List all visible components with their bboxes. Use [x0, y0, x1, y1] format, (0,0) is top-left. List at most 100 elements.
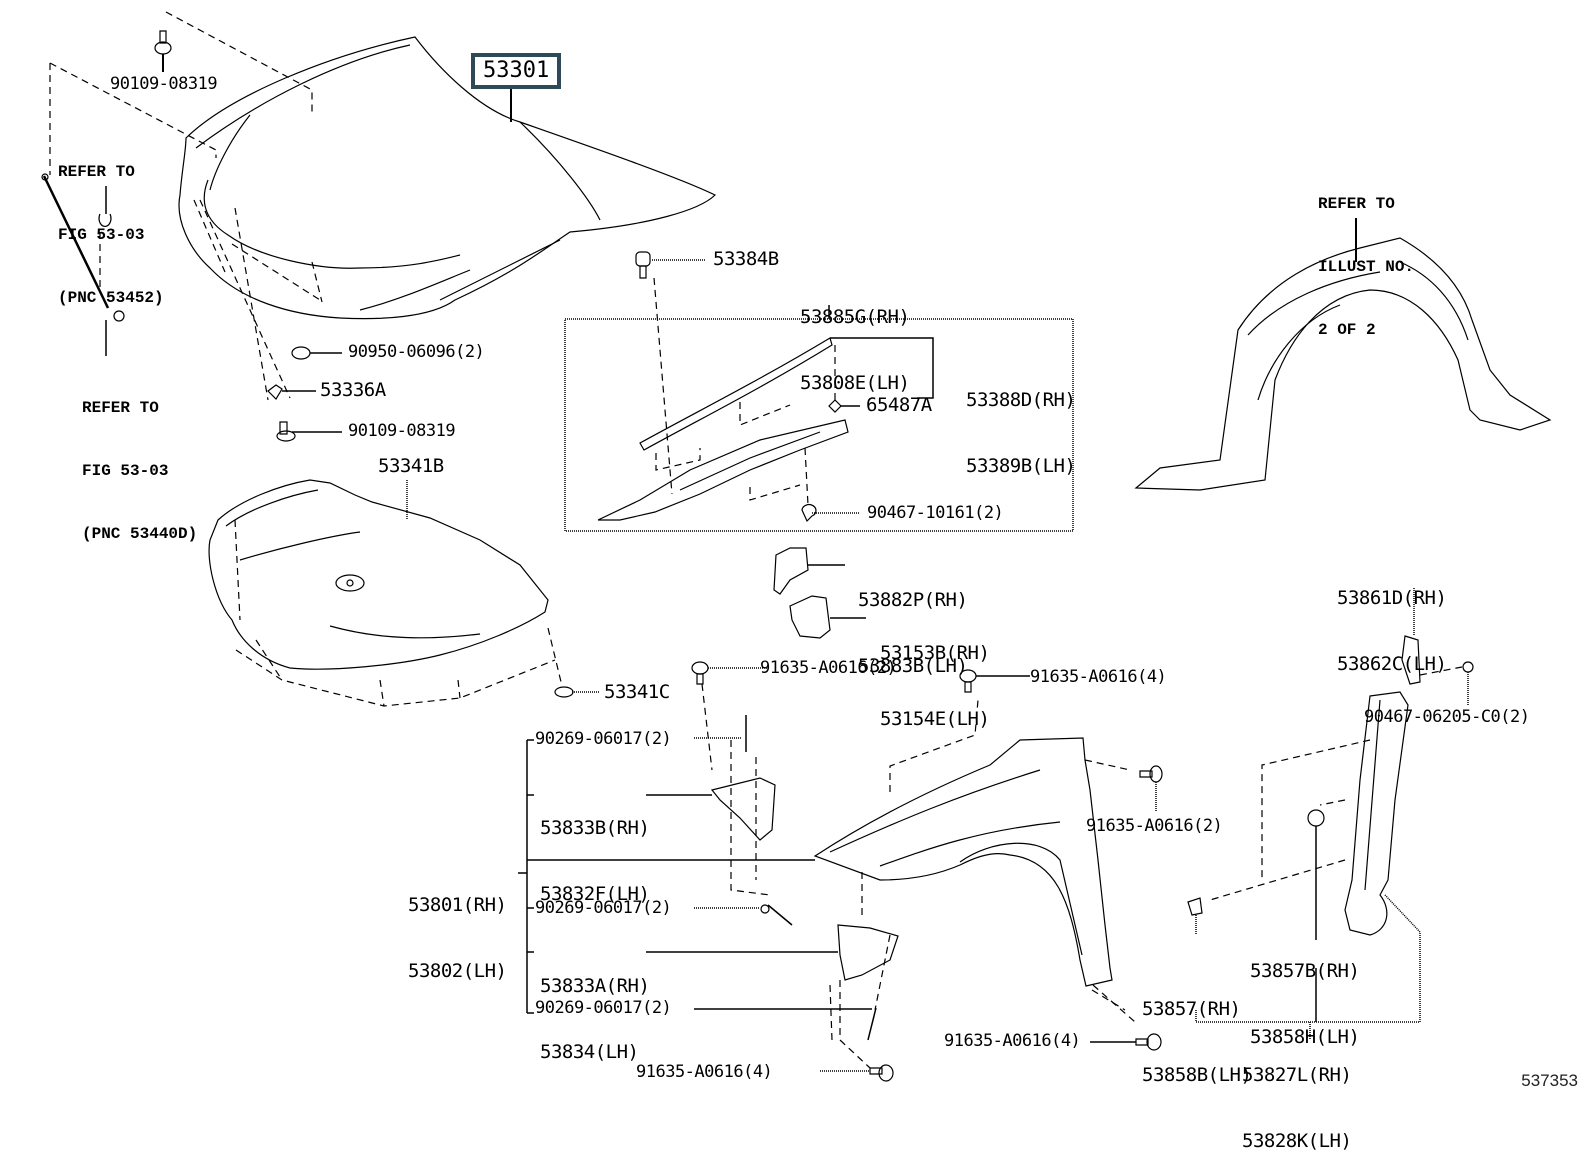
part-label-rh: 53861D(RH) [1337, 587, 1447, 609]
part-label-rh: 53827L(RH) [1242, 1064, 1352, 1086]
part-label-rh: 53833B(RH) [540, 817, 650, 839]
upper-bracket[interactable] [646, 778, 775, 840]
part-label-lh: 53154E(LH) [880, 708, 990, 730]
pad-icon[interactable] [1188, 898, 1202, 935]
clip-icon[interactable] [829, 400, 860, 412]
stopper-icon[interactable] [636, 252, 706, 278]
part-label[interactable]: 90109-08319 [110, 74, 218, 94]
front-fender[interactable] [815, 738, 1112, 986]
part-label-pair[interactable]: 53827L(RH) 53828K(LH) [1242, 1020, 1352, 1174]
part-label[interactable]: 90269-06017(2) [535, 998, 672, 1018]
part-label[interactable]: 90269-06017(2) [535, 898, 672, 918]
seal-upper-strip[interactable] [640, 338, 933, 450]
refer-line: REFER TO [82, 399, 159, 417]
bolt-icon[interactable] [692, 662, 770, 684]
part-label-pair[interactable]: 53833B(RH) 53832F(LH) [540, 773, 650, 927]
part-label-pair[interactable]: 53857B(RH) 53858H(LH) [1250, 916, 1360, 1070]
refer-line: REFER TO [1318, 195, 1395, 213]
bolt-icon[interactable] [820, 1065, 893, 1081]
part-label[interactable]: 90109-08319 [348, 421, 456, 441]
rivet-icon[interactable] [694, 905, 792, 925]
hood-support-rod-icon[interactable] [42, 174, 124, 356]
part-label-pair[interactable]: 53388D(RH) 53389B(LH) [966, 345, 1076, 499]
lower-bracket[interactable] [646, 925, 898, 980]
bolt-icon[interactable] [277, 422, 342, 441]
part-label-pair[interactable]: 53857(RH) 53858B(LH) [1142, 954, 1252, 1108]
seal-dashed-lines [654, 278, 835, 505]
bolt-icon[interactable] [155, 31, 171, 72]
part-label[interactable]: 53384B [713, 248, 779, 270]
part-label-lh: 53832F(LH) [540, 883, 650, 905]
illustration-code: 537353 [1521, 1071, 1578, 1090]
part-label[interactable]: 65487A [866, 394, 932, 416]
refer-line: (PNC 53440D) [82, 525, 198, 543]
side-seal-dashed-lines [1210, 667, 1462, 900]
fender-dashed-lines [862, 700, 1135, 1022]
part-label-rh: 53857B(RH) [1250, 960, 1360, 982]
bolt-icon[interactable] [1090, 1034, 1161, 1050]
part-label-lh: 53858B(LH) [1142, 1064, 1252, 1086]
spacer-icon[interactable] [790, 596, 866, 638]
insulator-dashed-lines [235, 520, 562, 706]
fender-liner[interactable] [1136, 238, 1550, 490]
cushion-icon[interactable] [292, 347, 342, 359]
clip-icon[interactable] [1463, 662, 1473, 705]
side-seal[interactable] [1345, 692, 1408, 935]
rivet-icon[interactable] [694, 715, 746, 752]
part-label[interactable]: 53336A [320, 379, 386, 401]
side-seal-callout-bracket [1196, 895, 1420, 1040]
part-label-pair[interactable]: 53833A(RH) 53834(LH) [540, 931, 650, 1085]
part-label-rh: 53857(RH) [1142, 998, 1241, 1020]
part-label-rh: 53833A(RH) [540, 975, 650, 997]
hood-dashed-lines [50, 12, 322, 400]
parts-diagram [0, 0, 1592, 1099]
part-label-lh: 53858H(LH) [1250, 1026, 1360, 1048]
part-label[interactable]: 53341C [604, 681, 670, 703]
clip-icon[interactable] [555, 687, 600, 697]
refer-line: FIG 53-03 [58, 226, 145, 244]
part-label-lh: 53808E(LH) [800, 372, 910, 394]
part-label[interactable]: 90269-06017(2) [535, 729, 672, 749]
refer-line: ILLUST NO. [1318, 258, 1415, 276]
part-label[interactable]: 90467-06205-C0(2) [1364, 707, 1530, 727]
part-label[interactable]: 90950-06096(2) [348, 342, 485, 362]
refer-line: (PNC 53452) [58, 289, 164, 307]
hood-panel[interactable] [179, 37, 715, 319]
bolt-icon[interactable] [960, 670, 1030, 692]
part-label-pair[interactable]: 53885G(RH) 53808E(LH) [800, 262, 910, 416]
part-label-rh: 53153B(RH) [880, 642, 990, 664]
part-label-pair[interactable]: 53153B(RH) 53154E(LH) [880, 598, 990, 752]
part-label[interactable]: 53341B [378, 455, 444, 477]
part-label[interactable]: 91635-A0616(4) [1030, 667, 1167, 687]
seal-lower-panel[interactable] [598, 420, 848, 520]
part-label-lh: 53828K(LH) [1242, 1130, 1352, 1152]
part-label-pair[interactable]: 53861D(RH) 53862C(LH) [1337, 543, 1447, 697]
part-label-pair[interactable]: 53801(RH) 53802(LH) [408, 850, 507, 1004]
part-label[interactable]: 90467-10161(2) [867, 503, 1004, 523]
clip-icon[interactable] [802, 505, 860, 521]
part-label[interactable]: 91635-A0616(2) [760, 658, 897, 678]
part-label-lh: 53389B(LH) [966, 455, 1076, 477]
rivet-icon[interactable] [694, 1008, 876, 1040]
refer-note: REFER TO FIG 53-03 (PNC 53440D) [82, 356, 197, 566]
part-label-rh: 53885G(RH) [800, 306, 910, 328]
small-bracket[interactable] [1402, 588, 1420, 684]
part-label-lh: 53834(LH) [540, 1041, 639, 1063]
part-label-lh: 53883B(LH) [858, 655, 968, 677]
part-label-pair[interactable]: 53882P(RH) 53883B(LH) [858, 545, 968, 699]
part-label-rh: 53882P(RH) [858, 589, 968, 611]
part-label-hood-highlighted[interactable]: 53301 [471, 53, 562, 89]
clip-icon[interactable] [268, 385, 316, 399]
part-label[interactable]: 91635-A0616(4) [636, 1062, 773, 1082]
fender-callout-bracket [518, 740, 815, 1013]
refer-line: FIG 53-03 [82, 462, 169, 480]
part-label[interactable]: 91635-A0616(4) [944, 1031, 1081, 1051]
refer-note: REFER TO ILLUST NO. 2 OF 2 [1318, 152, 1414, 362]
spacer-icon[interactable] [774, 548, 845, 594]
seal-assembly-box [565, 319, 1073, 531]
round-pad-icon[interactable] [1308, 810, 1324, 940]
part-label[interactable]: 91635-A0616(2) [1086, 816, 1223, 836]
hood-insulator[interactable] [209, 480, 548, 669]
bolt-icon[interactable] [1140, 766, 1162, 812]
refer-line: REFER TO [58, 163, 135, 181]
